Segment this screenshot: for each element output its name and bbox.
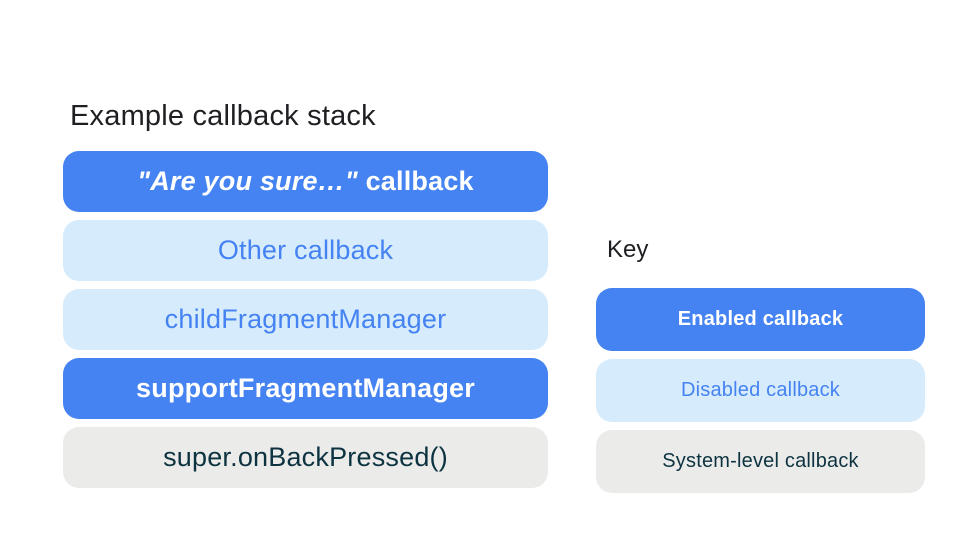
- stack-bar-other-callback: Other callback: [63, 220, 548, 281]
- bar-label-rest-part: callback: [357, 166, 474, 196]
- key-legend: Enabled callback Disabled callback Syste…: [596, 288, 925, 493]
- stack-bar-super-onbackpressed: super.onBackPressed(): [63, 427, 548, 488]
- stack-bar-are-you-sure-callback: "Are you sure…" callback: [63, 151, 548, 212]
- callback-stack: "Are you sure…" callback Other callback …: [63, 151, 548, 488]
- stack-bar-child-fragment-manager: childFragmentManager: [63, 289, 548, 350]
- key-title: Key: [607, 236, 649, 263]
- key-item-system-level-callback: System-level callback: [596, 430, 925, 493]
- stack-bar-support-fragment-manager: supportFragmentManager: [63, 358, 548, 419]
- bar-label-quoted-part: "Are you sure…": [137, 166, 358, 196]
- key-item-enabled-callback: Enabled callback: [596, 288, 925, 351]
- key-item-disabled-callback: Disabled callback: [596, 359, 925, 422]
- stack-title: Example callback stack: [70, 100, 376, 132]
